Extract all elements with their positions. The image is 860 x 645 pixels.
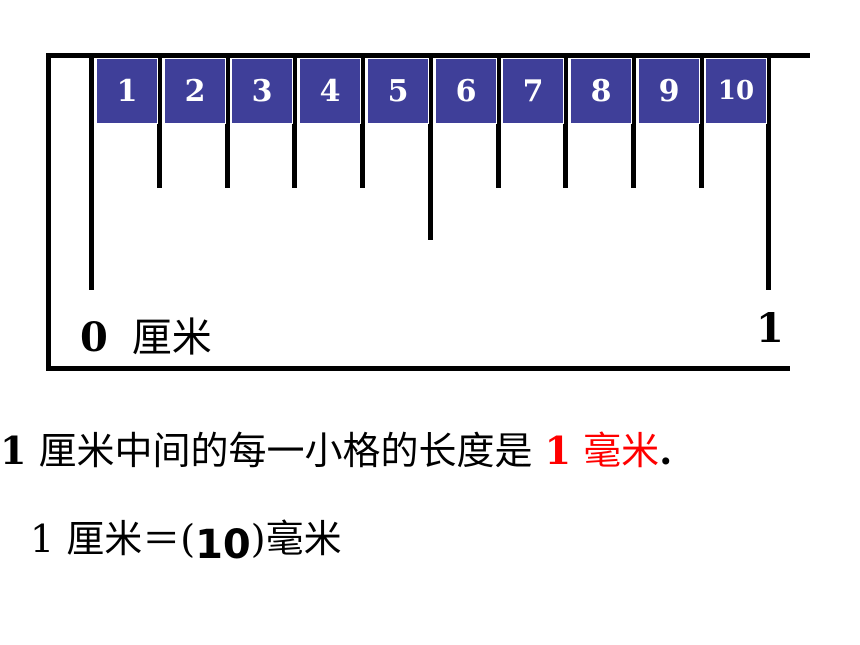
tick-9mm	[699, 58, 704, 188]
highlight-number: 1	[544, 428, 572, 473]
equation-right: )毫米	[250, 517, 342, 561]
statement-number: 1	[0, 428, 27, 473]
mm-box-5: 5	[367, 58, 429, 124]
ruler-top-edge	[48, 53, 810, 58]
equation-answer: 10	[195, 522, 251, 568]
statement-period: .	[659, 428, 673, 473]
tick-1cm	[766, 58, 771, 290]
statement-line: 1 厘米中间的每一小格的长度是 1 毫米.	[0, 420, 672, 475]
tick-5mm	[428, 58, 433, 240]
tick-0cm	[89, 58, 94, 290]
tick-6mm	[496, 58, 501, 188]
mm-box-8: 8	[570, 58, 632, 124]
mm-box-9: 9	[638, 58, 700, 124]
ruler-bottom-edge	[46, 366, 790, 371]
ruler-end-label: 1	[756, 305, 784, 352]
tick-8mm	[631, 58, 636, 188]
mm-box-7: 7	[502, 58, 564, 124]
tick-1mm	[157, 58, 162, 188]
equation-left: 1 厘米＝(	[30, 517, 196, 561]
mm-box-1: 1	[96, 58, 158, 124]
tick-4mm	[360, 58, 365, 188]
mm-box-4: 4	[299, 58, 361, 124]
mm-box-10: 10	[705, 58, 767, 124]
mm-box-6: 6	[435, 58, 497, 124]
statement-text: 厘米中间的每一小格的长度是	[26, 429, 545, 473]
highlight-unit: 毫米	[571, 429, 660, 473]
tick-7mm	[563, 58, 568, 188]
ruler-start-label: 0 厘米	[80, 305, 212, 363]
zero-mark: 0	[80, 314, 108, 361]
mm-box-3: 3	[231, 58, 293, 124]
tick-2mm	[225, 58, 230, 188]
mm-box-2: 2	[164, 58, 226, 124]
equation-line: 1 厘米＝(10)毫米	[30, 508, 342, 568]
unit-label-cm: 厘米	[131, 315, 212, 361]
tick-3mm	[292, 58, 297, 188]
ruler-left-edge	[46, 53, 51, 371]
